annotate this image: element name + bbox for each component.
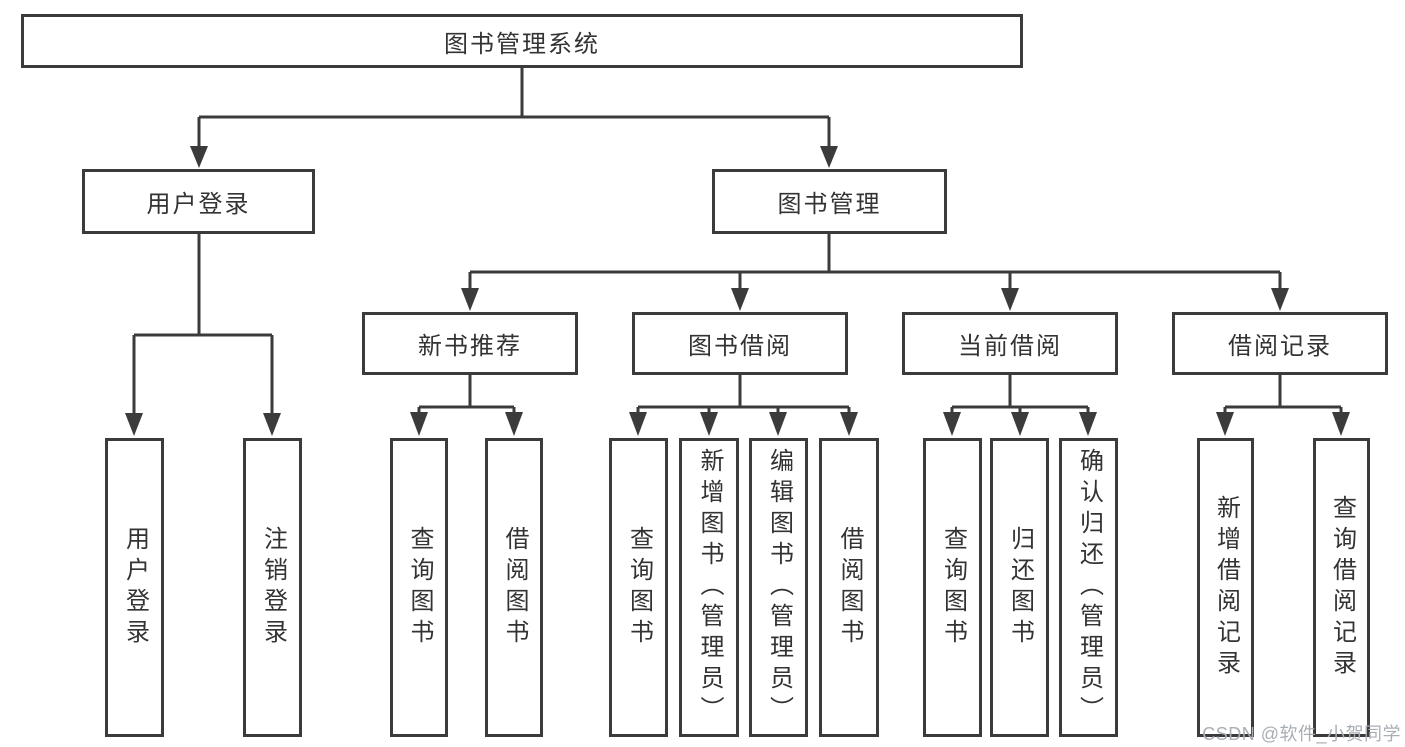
leaf-borrow-add-books-admin: 新增图书（管理员） [679, 438, 739, 737]
leaf-current-query-books: 查询图书 [923, 438, 982, 737]
leaf-logout: 注销登录 [243, 438, 302, 737]
leaf-borrow-query-books: 查询图书 [609, 438, 668, 737]
leaf-current-confirm-return-admin: 确认归还（管理员） [1059, 438, 1118, 737]
node-root-system: 图书管理系统 [21, 14, 1023, 68]
leaf-borrow-edit-books-admin: 编辑图书（管理员） [749, 438, 808, 737]
leaf-recommend-borrow-books: 借阅图书 [485, 438, 543, 737]
node-current-borrow: 当前借阅 [902, 312, 1118, 375]
leaf-current-return-books: 归还图书 [990, 438, 1049, 737]
csdn-watermark: CSDN @软件_小贺同学 [1202, 724, 1401, 744]
connector-borrow-to-leaves [629, 375, 858, 436]
connector-root-to-level2 [190, 68, 838, 168]
connector-login-to-leaves [125, 234, 281, 436]
leaf-user-login: 用户登录 [105, 438, 164, 737]
node-user-login: 用户登录 [82, 169, 315, 234]
node-book-borrow: 图书借阅 [632, 312, 848, 375]
leaf-borrow-borrow-books: 借阅图书 [819, 438, 879, 737]
node-borrow-record: 借阅记录 [1172, 312, 1388, 375]
connector-current-to-leaves [943, 375, 1097, 436]
leaf-record-add-borrow-record: 新增借阅记录 [1197, 438, 1254, 737]
leaf-recommend-query-books: 查询图书 [390, 438, 448, 737]
node-book-management: 图书管理 [712, 169, 947, 234]
connector-recommend-to-leaves [410, 375, 523, 436]
connector-record-to-leaves [1216, 375, 1350, 436]
connector-manage-to-level3 [461, 234, 1289, 311]
node-new-book-recommend: 新书推荐 [362, 312, 578, 375]
leaf-record-query-borrow-record: 查询借阅记录 [1313, 438, 1370, 737]
